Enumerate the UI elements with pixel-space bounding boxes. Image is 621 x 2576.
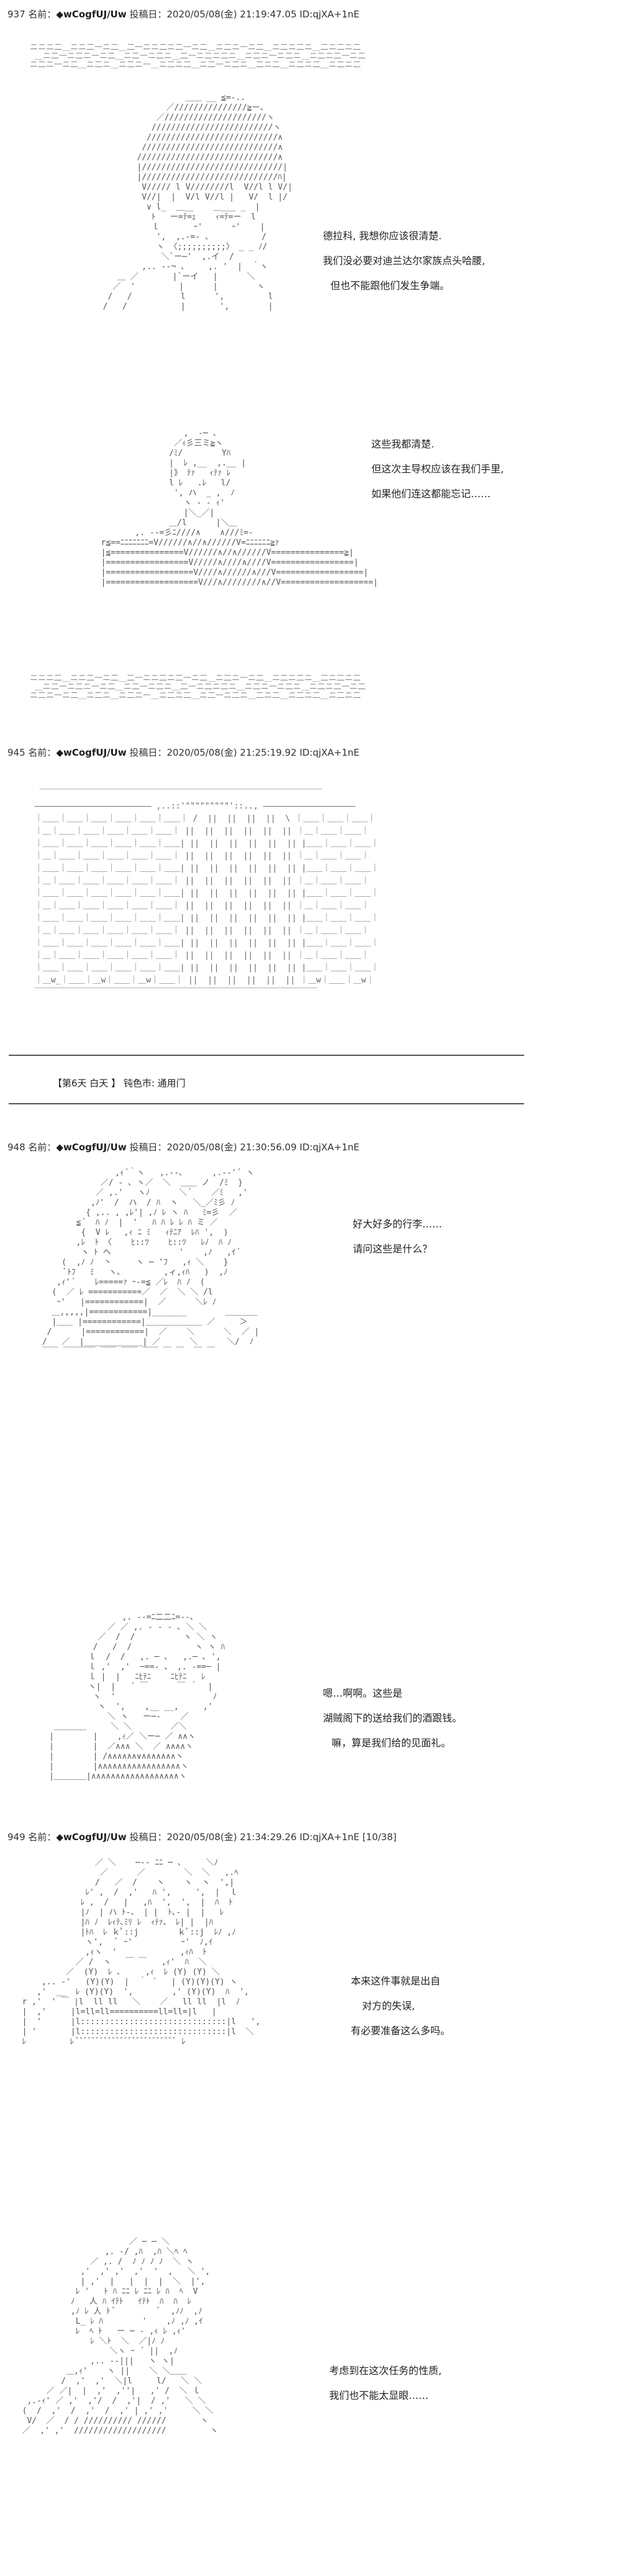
name-label: 名前： bbox=[28, 1142, 57, 1153]
date-label: 投稿日： bbox=[129, 9, 167, 20]
art-girl-sitting: ／ ＼ ─‐- ﾆﾆ ─ ､ ＼ﾉ ／ ／ ＼ ＼ ,.ﾍ / ／ / ヽ ヽ … bbox=[22, 1858, 261, 2047]
dialog-girl-thinking: 考虑到在这次任务的性质, 我们也不能太显眼…… bbox=[329, 2358, 442, 2408]
dialog-line: 湖贼阁下的送给我们的酒跟钱。 bbox=[323, 1712, 463, 1724]
divider-top bbox=[9, 1055, 524, 1056]
dash-border-bottom: ニニニ二＿ニニ二一ニ二＿二一ニニ二ニ二一ニ二＿ニ二ニ一ニ二＿ニ二ニ二ニ＿二ニ二ニ… bbox=[30, 674, 366, 700]
dialog-girl: 好大好多的行李…… 请问这些是什么？ bbox=[353, 1212, 442, 1262]
dialog-line: 有必要准备这么多吗。 bbox=[351, 2025, 451, 2037]
art-city-gate: ￣￣￣￣￣￣￣￣￣￣￣￣￣￣￣￣￣￣￣￣￣￣￣￣￣￣￣￣￣￣￣￣￣￣￣ ――――… bbox=[34, 789, 379, 997]
dialog-line: 对方的失误, bbox=[362, 2000, 415, 2012]
poster-trip[interactable]: ◆wCogfUJ/Uw bbox=[56, 1831, 127, 1843]
post-date: 2020/05/08(金) 21:34:29.26 bbox=[166, 1831, 297, 1843]
date-label: 投稿日： bbox=[129, 747, 167, 758]
post-id[interactable]: ID:qjXA+1nE bbox=[299, 1831, 360, 1843]
post-date: 2020/05/08(金) 21:25:19.92 bbox=[166, 747, 297, 758]
date-label: 投稿日： bbox=[129, 1142, 167, 1153]
post-id[interactable]: ID:qjXA+1nE bbox=[299, 1142, 360, 1153]
poster-trip[interactable]: ◆wCogfUJ/Uw bbox=[56, 747, 127, 758]
art-young-man: , -─ 、 ／ｨ彡三ミ≧ヽ /ﾐ/ Yﾊ | ﾚ ,__ ,.__ | |》 … bbox=[101, 429, 378, 587]
post-id[interactable]: ID:qjXA+1nE bbox=[299, 9, 360, 20]
name-label: 名前： bbox=[28, 1831, 57, 1843]
post-number: 945 bbox=[7, 747, 25, 758]
dialog-line: 我们也不能太显眼…… bbox=[329, 2390, 429, 2401]
post-id[interactable]: ID:qjXA+1nE bbox=[299, 747, 360, 758]
art-girl-hand-on-chin: ／ ─ ─ ＼ ,. ‐/ ,ﾊ ,ﾊ ＼ﾍ ﾍ ／ ,. / ﾉ ﾉ ﾉ ﾉ … bbox=[22, 2237, 219, 2436]
name-label: 名前： bbox=[28, 747, 57, 758]
poster-trip[interactable]: ◆wCogfUJ/Uw bbox=[56, 9, 127, 20]
post-date: 2020/05/08(金) 21:30:56.09 bbox=[166, 1142, 297, 1153]
post-number: 948 bbox=[7, 1142, 25, 1153]
dialog-line: 德拉科, 我想你应该很清楚. bbox=[323, 230, 442, 242]
post-number: 937 bbox=[7, 9, 25, 20]
dialog-girl-sitting: 本来这件事就是出自 对方的失误, 有必要准备这么多吗。 bbox=[351, 1969, 450, 2043]
art-man-with-bottle: ,. -‐=ﾆ二二ﾆ=‐-､ ／ ／ ,. - ‐ ‐ ､ ＼ ＼ ／ / / … bbox=[49, 1613, 225, 1781]
dialog-draco: 这些我都清楚. 但这次主导权应该在我们手里, 如果他们连这都能忘记…… bbox=[371, 432, 504, 506]
dash-border-top: ニニニ二＿ニニ二一ニ二＿二一ニニ二ニ二一ニ二＿ニ二ニ一ニ二＿ニ二ニ二ニ＿二ニ二ニ… bbox=[30, 43, 366, 70]
post-header: 948 名前：◆wCogfUJ/Uw 投稿日：2020/05/08(金) 21:… bbox=[7, 1140, 360, 1153]
post-date: 2020/05/08(金) 21:19:47.05 bbox=[166, 9, 297, 20]
dialog-line: 请问这些是什么？ bbox=[353, 1243, 433, 1255]
date-label: 投稿日： bbox=[129, 1831, 167, 1843]
dialog-line: 如果他们连这都能忘记…… bbox=[371, 488, 491, 500]
post-number: 949 bbox=[7, 1831, 25, 1843]
poster-trip[interactable]: ◆wCogfUJ/Uw bbox=[56, 1142, 127, 1153]
dialog-line: 嗯…啊啊。这些是 bbox=[323, 1687, 403, 1699]
art-girl-curly-hair: ,ｨ´｀ヽ ,.-‐､ ,.-‐'´ ヽ ／/ ‐ ､ ヽ／ ＼ ＿＿ ノ /ﾐ… bbox=[42, 1168, 260, 1357]
post-header: 937 名前：◆wCogfUJ/Uw 投稿日：2020/05/08(金) 21:… bbox=[7, 7, 360, 21]
dialog-line: 但这次主导权应该在我们手里, bbox=[371, 463, 504, 475]
dialog-line: 但也不能跟他们发生争端。 bbox=[330, 280, 450, 291]
dialog-line: 本来这件事就是出自 bbox=[351, 1975, 441, 1987]
dialog-man: 嗯…啊啊。这些是 湖贼阁下的送给我们的酒跟钱。 嘛，算是我们给的见面礼。 bbox=[323, 1681, 462, 1756]
dialog-line: 嘛，算是我们给的见面礼。 bbox=[332, 1737, 451, 1749]
page-counter: [10/38] bbox=[362, 1831, 397, 1843]
dialog-line: 考虑到在这次任务的性质, bbox=[329, 2365, 442, 2377]
name-label: 名前： bbox=[28, 9, 57, 20]
dialog-draco-father: 德拉科, 我想你应该很清楚. 我们没必要对迪兰达尔家族点头哈腰, 但也不能跟他们… bbox=[323, 224, 485, 298]
post-header: 945 名前：◆wCogfUJ/Uw 投稿日：2020/05/08(金) 21:… bbox=[7, 746, 360, 759]
post-header: 949 名前：◆wCogfUJ/Uw 投稿日：2020/05/08(金) 21:… bbox=[7, 1830, 397, 1843]
dialog-line: 好大好多的行李…… bbox=[353, 1218, 443, 1230]
dialog-line: 我们没必要对迪兰达尔家族点头哈腰, bbox=[323, 255, 486, 267]
dialog-line: 这些我都清楚. bbox=[371, 438, 435, 450]
art-man-thinking: ＿＿ __ ≦=-.. ／///////////////≧ー、 ／///////… bbox=[102, 93, 292, 311]
scene-caption: 【第6天 白天 】 钝色市: 通用门 bbox=[53, 1078, 186, 1089]
divider-bottom bbox=[9, 1103, 524, 1104]
